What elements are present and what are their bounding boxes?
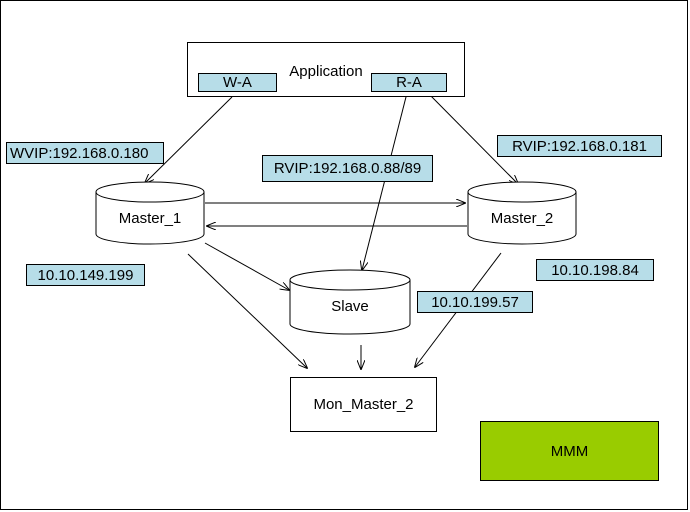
master-1-ip-tag: 10.10.149.199 — [26, 264, 145, 286]
rvip-master-2-tag: RVIP:192.168.0.181 — [497, 135, 662, 157]
master-2-ip-tag: 10.10.198.84 — [536, 259, 654, 281]
rvip-master-2-label: RVIP:192.168.0.181 — [512, 137, 647, 155]
arrow-wa-to-master-1 — [145, 96, 233, 183]
wvip-tag: WVIP:192.168.0.180 — [6, 142, 164, 164]
slave-label: Slave — [331, 298, 369, 315]
application-label: Application — [289, 63, 363, 80]
arrow-ra-to-master-2 — [426, 91, 518, 184]
arrow-master-1-to-slave — [204, 242, 289, 290]
mmm-box: MMM — [480, 421, 659, 481]
master-1-label: Master_1 — [118, 210, 182, 227]
read-agent-tag: R-A — [371, 73, 447, 92]
monitor-label: Mon_Master_2 — [313, 396, 414, 413]
write-agent-label: W-A — [223, 74, 252, 91]
master-2-label: Master_2 — [490, 210, 554, 227]
master-1-database: Master_1 — [95, 181, 205, 245]
mmm-label: MMM — [550, 442, 589, 460]
slave-ip-label: 10.10.199.57 — [431, 293, 519, 311]
master-2-database: Master_2 — [467, 181, 577, 245]
write-agent-tag: W-A — [198, 73, 277, 92]
slave-database: Slave — [289, 269, 411, 335]
rvip-slave-label: RVIP:192.168.0.88/89 — [273, 160, 422, 177]
read-agent-label: R-A — [396, 74, 422, 91]
master-1-ip-label: 10.10.149.199 — [37, 266, 134, 284]
slave-ip-tag: 10.10.199.57 — [417, 291, 533, 313]
monitor-box: Mon_Master_2 — [290, 377, 437, 432]
rvip-slave-tag: RVIP:192.168.0.88/89 — [262, 155, 433, 182]
arrow-master-1-to-monitor — [187, 253, 307, 368]
wvip-label: WVIP:192.168.0.180 — [10, 144, 149, 162]
master-2-ip-label: 10.10.198.84 — [551, 261, 639, 279]
